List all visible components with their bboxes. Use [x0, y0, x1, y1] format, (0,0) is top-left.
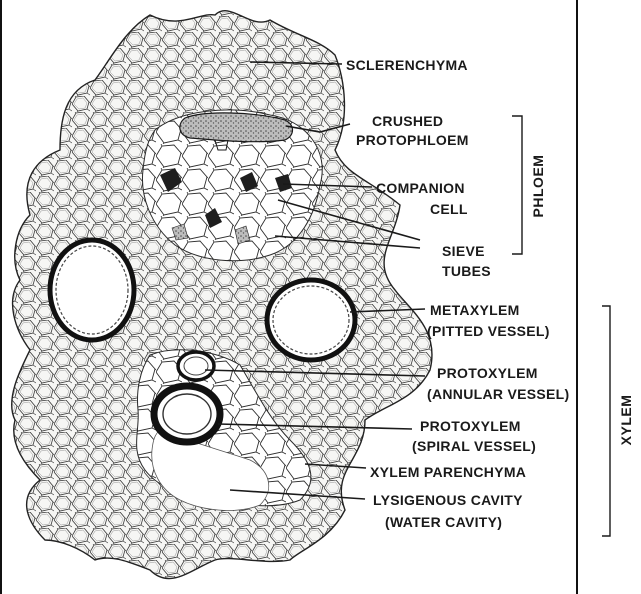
xylem-bracket [602, 306, 610, 536]
phloem-bracket [512, 116, 522, 254]
label-protoxylem-annular-line2: (ANNULAR VESSEL) [427, 386, 569, 402]
label-protoxylem-spiral-line1: PROTOXYLEM [420, 418, 521, 434]
label-lysigenous-cavity-line1: LYSIGENOUS CAVITY [373, 492, 523, 508]
label-crushed-protophloem-line2: PROTOPHLOEM [356, 132, 469, 148]
label-xylem-parenchyma: XYLEM PARENCHYMA [370, 464, 526, 480]
label-lysigenous-cavity-line2: (WATER CAVITY) [385, 514, 502, 530]
label-sieve-tubes-line1: SIEVE [442, 243, 485, 259]
right-metaxylem-vessel [267, 280, 355, 360]
protoxylem-annular-vessel [178, 352, 214, 380]
label-sieve-tubes-line2: TUBES [442, 263, 491, 279]
label-crushed-protophloem-line1: CRUSHED [372, 113, 443, 129]
protoxylem-spiral-vessel [154, 386, 220, 442]
label-companion-cell-line1: COMPANION [376, 180, 465, 196]
group-label-phloem: PHLOEM [530, 155, 546, 218]
label-protoxylem-spiral-line2: (SPIRAL VESSEL) [412, 438, 536, 454]
group-label-xylem: XYLEM [618, 395, 634, 446]
label-sclerenchyma: SCLERENCHYMA [346, 57, 468, 73]
label-companion-cell-line2: CELL [430, 201, 468, 217]
label-metaxylem-line2: (PITTED VESSEL) [427, 323, 550, 339]
left-metaxylem-vessel [50, 240, 134, 340]
label-metaxylem-line1: METAXYLEM [430, 302, 520, 318]
label-protoxylem-annular-line1: PROTOXYLEM [437, 365, 538, 381]
